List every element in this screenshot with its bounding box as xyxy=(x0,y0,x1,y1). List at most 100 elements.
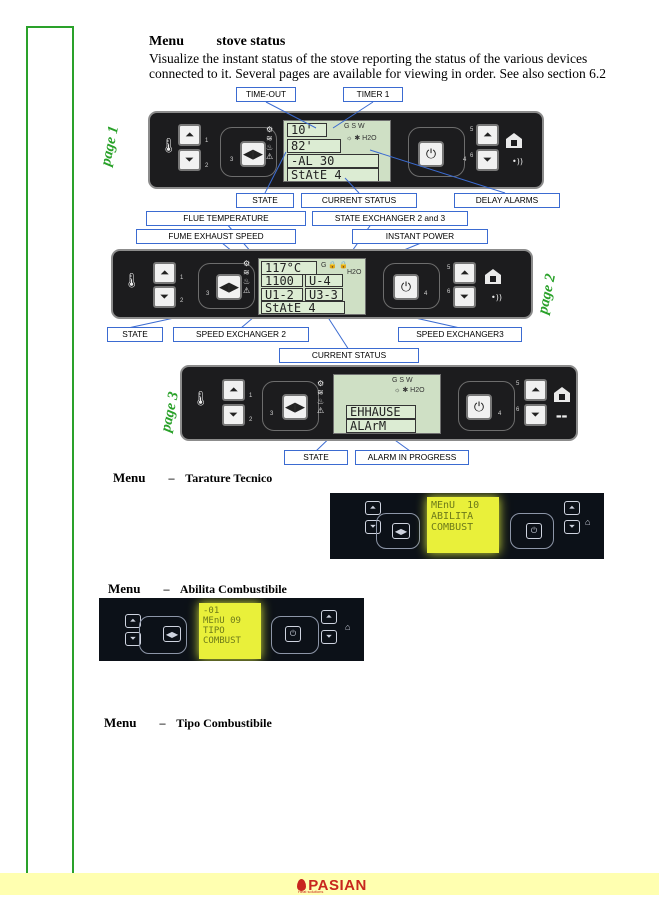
power-button: ⏻ xyxy=(285,626,301,642)
control-panel-page-3: 🌡 ⏶ 1 ⏷ 2 ◀▶ 3 ⚙≋♨⚠ G S W ☼ ✱ H2O EHHAUS… xyxy=(180,365,578,441)
power-button[interactable]: ⏻ xyxy=(393,274,419,300)
power-key-outline xyxy=(383,263,440,309)
menu-word: Menu xyxy=(104,715,137,730)
signal-bar-icon: ▬▬ xyxy=(556,413,568,420)
set-key-outline xyxy=(262,381,319,431)
lcd-display-page-3: G S W ☼ ✱ H2O EHHAUSE ALArM xyxy=(333,374,441,434)
down-button-2[interactable]: ⏷ xyxy=(222,404,245,426)
down-button-6[interactable]: ⏷ xyxy=(453,286,476,308)
brand-tagline: Heat solutions xyxy=(298,889,324,894)
down-button: ⏷ xyxy=(564,520,580,534)
key-number: 6 xyxy=(447,289,451,295)
up-button: ⏶ xyxy=(365,501,381,515)
lcd-state-cell: StAtE 4 xyxy=(287,168,379,181)
up-button-5[interactable]: ⏶ xyxy=(524,379,547,401)
control-panel-page-1: 🌡 ⏶ 1 ⏷ 2 ◀▶ 3 ⚙≋♨⚠ 10' G S W ☼ ✱ H2O 82… xyxy=(148,111,544,189)
flame-icon xyxy=(297,879,307,891)
thermometer-icon: 🌡 xyxy=(123,273,141,289)
key-number: 1 xyxy=(180,275,184,281)
power-key-outline xyxy=(271,616,319,654)
callout-alarm-in-progress: ALARM IN PROGRESS xyxy=(355,450,469,465)
lcd-gsw-indicators: G S W xyxy=(344,123,365,130)
status-icons-column: ⚙≋♨⚠ xyxy=(317,379,325,415)
signal-icon: •)) xyxy=(512,157,523,166)
key-number: 1 xyxy=(205,138,209,144)
callout-fume-exhaust-speed: FUME EXHAUST SPEED xyxy=(136,229,296,244)
set-arrows-button[interactable]: ◀▶ xyxy=(282,394,308,420)
callout-flue-temperature: FLUE TEMPERATURE xyxy=(146,211,306,226)
up-button-1[interactable]: ⏶ xyxy=(222,379,245,401)
lcd-alarm-cell: -AL 30 xyxy=(287,154,379,168)
set-key-outline xyxy=(376,513,420,549)
key-number: 5 xyxy=(447,265,451,271)
house-icon: ⌂ xyxy=(585,517,591,527)
key-number: 2 xyxy=(180,298,184,304)
menu-word: Menu xyxy=(108,581,141,596)
power-button: ⏻ xyxy=(526,523,542,539)
stove-house-icon xyxy=(506,133,522,148)
callout-instant-power: INSTANT POWER xyxy=(352,229,488,244)
key-number: 2 xyxy=(249,417,253,423)
power-button[interactable]: ⏻ xyxy=(466,394,492,420)
stove-house-icon xyxy=(554,387,570,402)
key-number: 3 xyxy=(230,157,234,163)
heading-title: Abilita Combustibile xyxy=(179,582,287,596)
lcd-h2o: H2O xyxy=(347,269,362,276)
up-button-5[interactable]: ⏶ xyxy=(453,262,476,284)
set-key-outline xyxy=(220,127,277,177)
callout-speed-exchanger-3: SPEED EXCHANGER3 xyxy=(398,327,522,342)
callout-state: STATE xyxy=(236,193,294,208)
power-button[interactable]: ⏻ xyxy=(418,141,444,167)
lcd-power-cell: U-4 xyxy=(305,274,343,287)
signal-icon: •)) xyxy=(491,293,502,302)
heading-title: Tarature Tecnico xyxy=(185,471,273,485)
menu-word: Menu xyxy=(149,34,184,49)
lcd-status-icons: ☼ ✱ H2O xyxy=(394,387,425,394)
lcd-gsw-indicators: G S W xyxy=(392,377,413,384)
status-icons-column: ⚙≋♨⚠ xyxy=(243,259,251,295)
key-number: 6 xyxy=(470,153,474,159)
section-heading-tarature-tecnico: Menu – Tarature Tecnico xyxy=(113,470,272,486)
lcd-status-icons: ☼ ✱ H2O xyxy=(346,135,377,142)
callout-state-exchanger: STATE EXCHANGER 2 and 3 xyxy=(312,211,468,226)
down-button-6[interactable]: ⏷ xyxy=(476,149,499,171)
section-heading-tipo-combustibile: Menu – Tipo Combustibile xyxy=(104,715,272,731)
set-arrows-button[interactable]: ◀▶ xyxy=(216,274,242,300)
lcd-exhaust-cell: EHHAUSE xyxy=(346,405,416,419)
lcd-exchanger2-cell: U1-2 xyxy=(261,288,303,301)
callout-speed-exchanger-2: SPEED EXCHANGER 2 xyxy=(173,327,309,342)
key-number: 3 xyxy=(206,291,210,297)
heading-title: stove status xyxy=(216,34,286,49)
dash: – xyxy=(163,582,170,596)
power-key-outline xyxy=(408,127,465,177)
heading-title: Tipo Combustibile xyxy=(176,716,272,730)
lcd-exchanger3-cell: U3-3 xyxy=(305,288,343,301)
lcd-state-cell: StAtE 4 xyxy=(261,301,345,314)
callout-state: STATE xyxy=(284,450,348,465)
set-arrows-button[interactable]: ◀▶ xyxy=(240,141,266,167)
key-number: 5 xyxy=(516,381,520,387)
callout-time-out: TIME-OUT xyxy=(236,87,296,102)
section-heading-stove-status: Menu stove status xyxy=(149,34,285,50)
down-button-2[interactable]: ⏷ xyxy=(153,286,176,308)
intro-paragraph: Visualize the instant status of the stov… xyxy=(149,51,606,81)
key-number: 5 xyxy=(470,127,474,133)
callout-delay-alarms: DELAY ALARMS xyxy=(454,193,560,208)
lcd-alarm-cell: ALArM xyxy=(346,419,416,433)
up-button-1[interactable]: ⏶ xyxy=(153,262,176,284)
key-number: 4 xyxy=(498,411,502,417)
callout-timer-1: TIMER 1 xyxy=(343,87,403,102)
set-key-outline xyxy=(139,616,187,654)
down-button-6[interactable]: ⏷ xyxy=(524,404,547,426)
lcd-exchanger-state: G 🔒 🔒 xyxy=(321,262,348,269)
key-number: 1 xyxy=(249,393,253,399)
down-button: ⏷ xyxy=(365,520,381,534)
brand-name: PASIAN xyxy=(308,876,367,894)
set-arrows-button: ◀▶ xyxy=(163,626,181,642)
stove-house-icon xyxy=(485,269,501,284)
key-number: 4 xyxy=(424,291,428,297)
down-button-2[interactable]: ⏷ xyxy=(178,149,201,171)
up-button-5[interactable]: ⏶ xyxy=(476,124,499,146)
up-button-1[interactable]: ⏶ xyxy=(178,124,201,146)
up-button: ⏶ xyxy=(321,610,337,624)
